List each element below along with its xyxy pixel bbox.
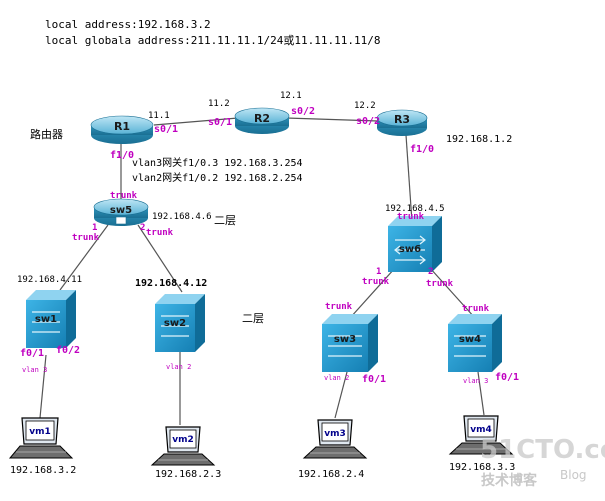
switch-sw4-name: sw4 — [459, 334, 481, 345]
sw5-trunk-left: trunk — [72, 233, 100, 243]
sw6-ip: 192.168.4.5 — [385, 204, 445, 214]
sw3-vlan: vlan 2 — [324, 374, 349, 382]
watermark-subtitle: 技术博客 — [481, 472, 538, 489]
watermark-blog: Blog — [560, 468, 587, 482]
router-r1-name: R1 — [114, 120, 130, 133]
link-sw6-sw3 — [349, 267, 396, 319]
link-sw6-sw4 — [429, 267, 476, 319]
host-vm2-name: vm2 — [172, 435, 194, 445]
sw4-port: f0/1 — [495, 372, 519, 383]
link-r3-sw6 — [405, 134, 413, 223]
sw5-trunk-right: trunk — [146, 228, 174, 238]
links — [39, 117, 485, 425]
sw6-port1: 1 — [376, 267, 381, 277]
link-r1-r2 — [153, 117, 239, 126]
r1-addr: 11.1 — [148, 111, 170, 121]
r3-addr: 12.2 — [354, 101, 376, 111]
switch-sw2[interactable]: sw2 — [155, 294, 205, 352]
sw4-vlan: vlan 3 — [463, 377, 488, 385]
layer2-label-a: 二层 — [214, 214, 236, 227]
r2-top-addr: 12.1 — [280, 91, 302, 101]
r3-f-port: f1/0 — [410, 144, 434, 155]
sw3-trunk: trunk — [325, 302, 353, 312]
switch-sw5[interactable]: sw5 — [93, 198, 149, 226]
gateway-vlan2: vlan2网关f1/0.2 192.168.2.254 — [132, 171, 303, 184]
router-r2[interactable]: R2 — [234, 107, 290, 134]
sw1-port-a: f0/1 — [20, 348, 44, 359]
switch-sw3[interactable]: sw3 — [322, 314, 378, 372]
switch-sw2-name: sw2 — [164, 318, 186, 329]
sw5-trunk-top: trunk — [110, 191, 138, 201]
sw6-trunk-right: trunk — [426, 279, 454, 289]
host-vm3-name: vm3 — [324, 429, 346, 439]
sw5-port1: 1 — [92, 223, 97, 233]
switch-sw6-name: sw6 — [399, 244, 421, 255]
sw2-ip: 192.168.4.12 — [135, 278, 207, 289]
host-vm4-name: vm4 — [470, 425, 492, 435]
link-sw4-vm4 — [477, 371, 485, 416]
switch-sw1[interactable]: sw1 — [26, 290, 76, 348]
link-sw5-sw2 — [137, 224, 183, 293]
host-vm3[interactable]: vm3 — [302, 419, 368, 459]
host-vm2[interactable]: vm2 — [150, 426, 216, 466]
link-sw1-vm1 — [39, 354, 47, 419]
sw1-ip: 192.168.4.11 — [17, 275, 82, 285]
host-vm2-ip: 192.168.2.3 — [155, 469, 221, 480]
host-vm3-ip: 192.168.2.4 — [298, 469, 364, 480]
host-vm1-ip: 192.168.3.2 — [10, 465, 76, 476]
link-sw3-vm3 — [334, 371, 348, 419]
router-r3[interactable]: R3 — [376, 109, 428, 136]
router-label: 路由器 — [30, 127, 63, 141]
layer2-label-b: 二层 — [242, 312, 264, 325]
switch-sw3-name: sw3 — [334, 334, 356, 345]
gateway-vlan3: vlan3网关f1/0.3 192.168.3.254 — [132, 156, 303, 169]
router-r1[interactable]: R1 — [90, 115, 154, 144]
router-r2-name: R2 — [254, 112, 270, 125]
sw6-port2: 2 — [428, 267, 433, 277]
sw4-trunk: trunk — [462, 304, 490, 314]
switch-sw5-name: sw5 — [110, 205, 132, 216]
sw5-port2: 2 — [140, 223, 145, 233]
r1-s-port: s0/1 — [154, 124, 178, 135]
r3-ip: 192.168.1.2 — [446, 134, 512, 145]
sw2-vlan: vlan 2 — [166, 363, 191, 371]
switch-sw4[interactable]: sw4 — [448, 314, 502, 372]
sw6-trunk-left: trunk — [362, 277, 390, 287]
header-line-1: local address:192.168.3.2 — [45, 18, 211, 31]
sw3-port: f0/1 — [362, 374, 386, 385]
switch-sw6[interactable]: sw6 — [388, 216, 442, 272]
r3-s-port: s0/2 — [356, 116, 380, 127]
r2-left-addr: 11.2 — [208, 99, 230, 109]
router-r3-name: R3 — [394, 113, 410, 126]
r1-f-port: f1/0 — [110, 150, 134, 161]
switch-sw1-name: sw1 — [35, 314, 57, 325]
host-vm1[interactable]: vm1 — [8, 417, 74, 459]
sw6-trunk-top: trunk — [397, 212, 425, 222]
sw1-port-b: f0/2 — [56, 345, 80, 356]
host-vm4[interactable]: vm4 — [448, 415, 514, 455]
host-vm1-name: vm1 — [29, 427, 51, 437]
link-r2-r3 — [285, 117, 379, 122]
sw1-vlan: vlan 3 — [22, 366, 47, 374]
r2-right-port: s0/2 — [291, 106, 315, 117]
header-line-2: local globala address:211.11.11.1/24或11.… — [45, 34, 381, 47]
host-vm4-ip: 192.168.3.3 — [449, 462, 515, 473]
watermark-logo: 51CTO.com — [480, 435, 605, 465]
sw5-ip: 192.168.4.6 — [152, 212, 212, 222]
r2-left-port: s0/1 — [208, 117, 232, 128]
link-sw5-sw1 — [59, 224, 109, 291]
